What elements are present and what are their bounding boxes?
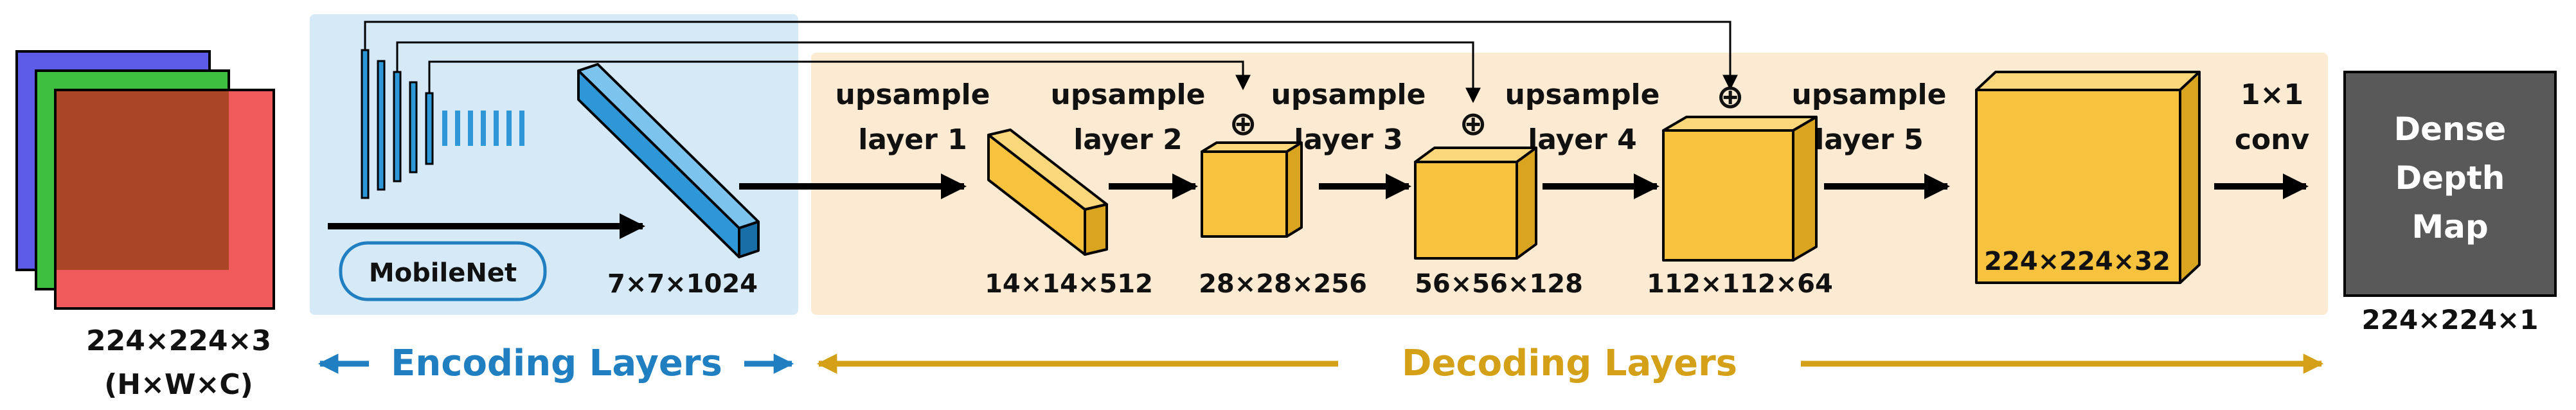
output-size-label: 224×224×1 <box>2362 304 2539 335</box>
encoder-mini-bar <box>494 111 499 146</box>
cube-top <box>1662 116 1818 132</box>
bottleneck-front <box>577 69 740 258</box>
upsample-label: upsample <box>1505 78 1660 111</box>
encoder-mini-bar <box>468 111 473 146</box>
encoder-bars <box>361 49 434 199</box>
upsample-label: upsample <box>1271 78 1426 111</box>
skip-connection <box>396 41 1481 103</box>
cube-side <box>2179 71 2201 284</box>
mobilenet-pill <box>339 241 547 301</box>
bottleneck-size-label: 7×7×1024 <box>607 269 758 299</box>
upsample-layer-label: layer 3 <box>1294 123 1403 156</box>
cube-front <box>1662 129 1794 262</box>
input-image-stack <box>15 50 275 310</box>
cube-front <box>1414 161 1518 260</box>
conv-label: 1×1 <box>2241 78 2303 111</box>
cube-front <box>1975 89 2181 284</box>
cube-front <box>1201 150 1288 238</box>
encoder-mini-bar <box>442 111 447 146</box>
upsample-layer-label: layer 2 <box>1073 123 1183 156</box>
encoder-mini-bar <box>519 111 524 146</box>
input-overlap <box>55 90 229 270</box>
upsample-label: upsample <box>836 78 990 111</box>
cube-side <box>1516 147 1537 260</box>
encoder-mini-bar <box>481 111 486 146</box>
upsample-layer-label: layer 1 <box>858 123 967 156</box>
output-box <box>2343 71 2557 297</box>
upsample-layer-label: layer 5 <box>1814 123 1924 156</box>
mobilenet-bottleneck <box>577 63 760 258</box>
add-symbol: ⊕ <box>1459 105 1487 143</box>
decoder-cube <box>987 129 1108 256</box>
cube-size-label: 112×112×64 <box>1647 269 1833 299</box>
skip-connection <box>428 60 1251 93</box>
cube-side <box>1792 116 1818 262</box>
output-title-line: Dense <box>2394 111 2507 148</box>
input-channel-red-outline <box>54 89 275 310</box>
conv-label-2: conv <box>2235 123 2310 156</box>
output-title-line: Map <box>2411 208 2488 245</box>
encoder-mini-bars <box>442 111 524 146</box>
decoder-cube <box>1201 141 1303 238</box>
encoder-bar <box>409 81 418 174</box>
skip-connections <box>364 21 1738 103</box>
encoder-bar <box>393 71 402 183</box>
cube-size-label: 56×56×128 <box>1415 269 1583 299</box>
cube-side <box>1285 141 1303 238</box>
encoder-bar <box>425 92 434 165</box>
add-symbol: ⊕ <box>1716 78 1744 116</box>
upsample-label: upsample <box>1792 78 1947 111</box>
decoding-label: Decoding Layers <box>1402 343 1737 384</box>
mobilenet-label: MobileNet <box>369 258 517 288</box>
decoder-cube <box>1414 147 1537 260</box>
skip-connection <box>364 21 1738 91</box>
input-dims-label: (H×W×C) <box>104 368 253 401</box>
encoder-mini-bar <box>455 111 460 146</box>
add-symbol: ⊕ <box>1229 105 1257 143</box>
cube-size-label: 224×224×32 <box>1984 247 2170 276</box>
cube-size-label: 14×14×512 <box>985 269 1153 299</box>
encoder-panel <box>310 14 798 315</box>
upsample-label: upsample <box>1051 78 1206 111</box>
encoder-mini-bar <box>506 111 512 146</box>
cube-side <box>1084 203 1108 256</box>
cube-top <box>1975 71 2201 91</box>
input-size-label: 224×224×3 <box>86 325 271 357</box>
encoding-label: Encoding Layers <box>391 343 722 384</box>
output-title-line: Depth <box>2395 159 2505 197</box>
encoder-bar <box>377 60 386 191</box>
upsample-layer-label: layer 4 <box>1528 123 1637 156</box>
encoder-bar <box>361 49 370 199</box>
cube-front <box>987 134 1086 256</box>
cube-size-label: 28×28×256 <box>1199 269 1367 299</box>
decoder-cube <box>1662 116 1818 262</box>
bottleneck-side <box>738 220 760 258</box>
decoder-cube <box>1975 71 2201 284</box>
